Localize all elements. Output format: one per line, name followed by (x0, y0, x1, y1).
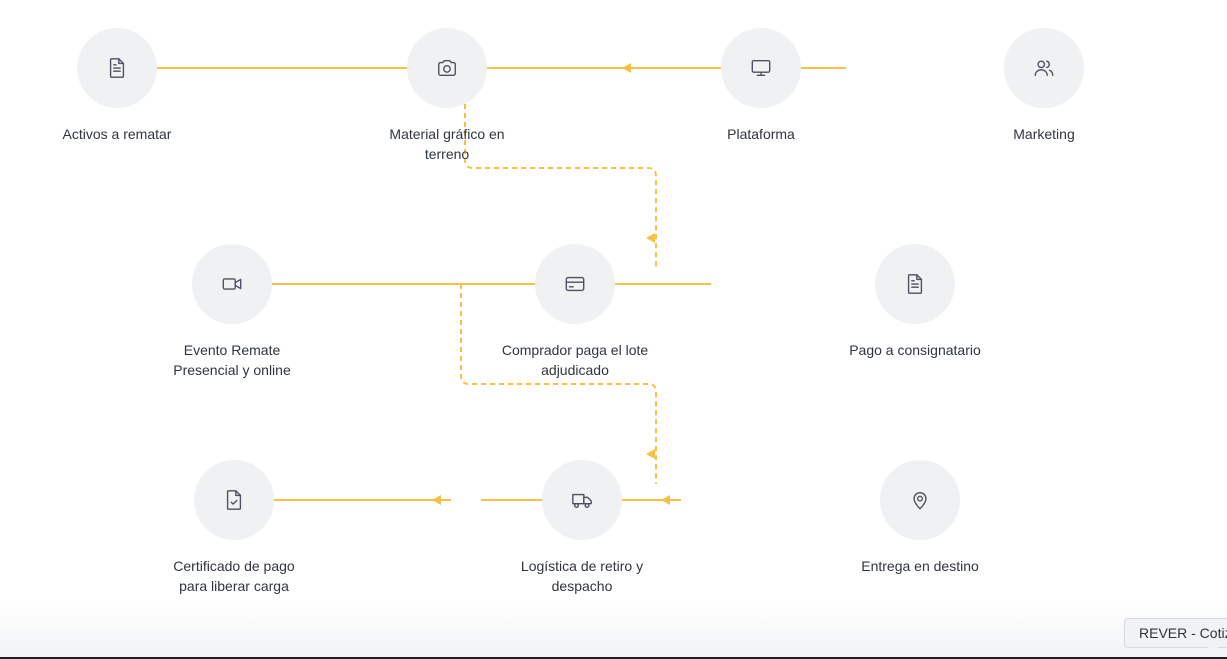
truck-icon (572, 493, 592, 509)
node-label: Material gráfico en terreno (389, 126, 505, 162)
tooltip-pointer (1206, 645, 1220, 652)
credit-card-icon (565, 276, 585, 292)
camera-icon (438, 59, 456, 77)
node-entrega-destino: Entrega en destino (861, 460, 979, 574)
node-label: Certificado de pago para liberar carga (173, 558, 295, 594)
node-evento-remate: Evento Remate Presencial y online (173, 244, 291, 378)
quote-chat-button[interactable]: REVER - Cotiz (1124, 618, 1227, 648)
node-label: Comprador paga el lote adjudicado (501, 342, 649, 378)
node-circle (721, 28, 801, 108)
node-material-grafico: Material gráfico en terreno (389, 28, 505, 162)
node-certificado-pago: Certificado de pago para liberar carga (173, 460, 295, 594)
document-icon (109, 58, 125, 78)
node-plataforma: Plataforma (721, 28, 801, 142)
node-circle (77, 28, 157, 108)
node-activos-a-rematar: Activos a rematar (63, 28, 171, 142)
connector-drop-1 (464, 68, 657, 268)
node-label: Plataforma (727, 126, 795, 142)
node-label: Logística de retiro y despacho (520, 558, 644, 594)
node-label: Pago a consignatario (849, 342, 981, 358)
users-icon (1034, 60, 1054, 77)
monitor-icon (751, 59, 771, 77)
document-icon (907, 274, 923, 294)
arrow-marker (646, 233, 655, 243)
footer-bar (0, 599, 1227, 659)
node-circle (1004, 28, 1084, 108)
node-comprador-paga: Comprador paga el lote adjudicado (502, 244, 648, 378)
node-circle (407, 28, 487, 108)
node-circle (192, 244, 272, 324)
arrow-marker (432, 495, 441, 505)
connector-drop-2 (460, 284, 657, 484)
node-pago-consignatario: Pago a consignatario (849, 244, 981, 358)
arrow-marker (661, 495, 670, 505)
arrow-marker (646, 449, 655, 459)
map-pin-icon (913, 491, 927, 510)
node-label: Evento Remate Presencial y online (173, 342, 291, 378)
node-circle (880, 460, 960, 540)
node-label: Marketing (1013, 126, 1075, 142)
node-circle (542, 460, 622, 540)
node-circle (194, 460, 274, 540)
node-label: Entrega en destino (861, 558, 979, 574)
file-check-icon (226, 490, 242, 510)
node-circle (875, 244, 955, 324)
node-label: Activos a rematar (62, 126, 172, 142)
arrow-marker (622, 63, 631, 73)
node-logistica: Logística de retiro y despacho (521, 460, 643, 594)
node-marketing: Marketing (1004, 28, 1084, 142)
video-camera-icon (222, 278, 242, 290)
node-circle (535, 244, 615, 324)
